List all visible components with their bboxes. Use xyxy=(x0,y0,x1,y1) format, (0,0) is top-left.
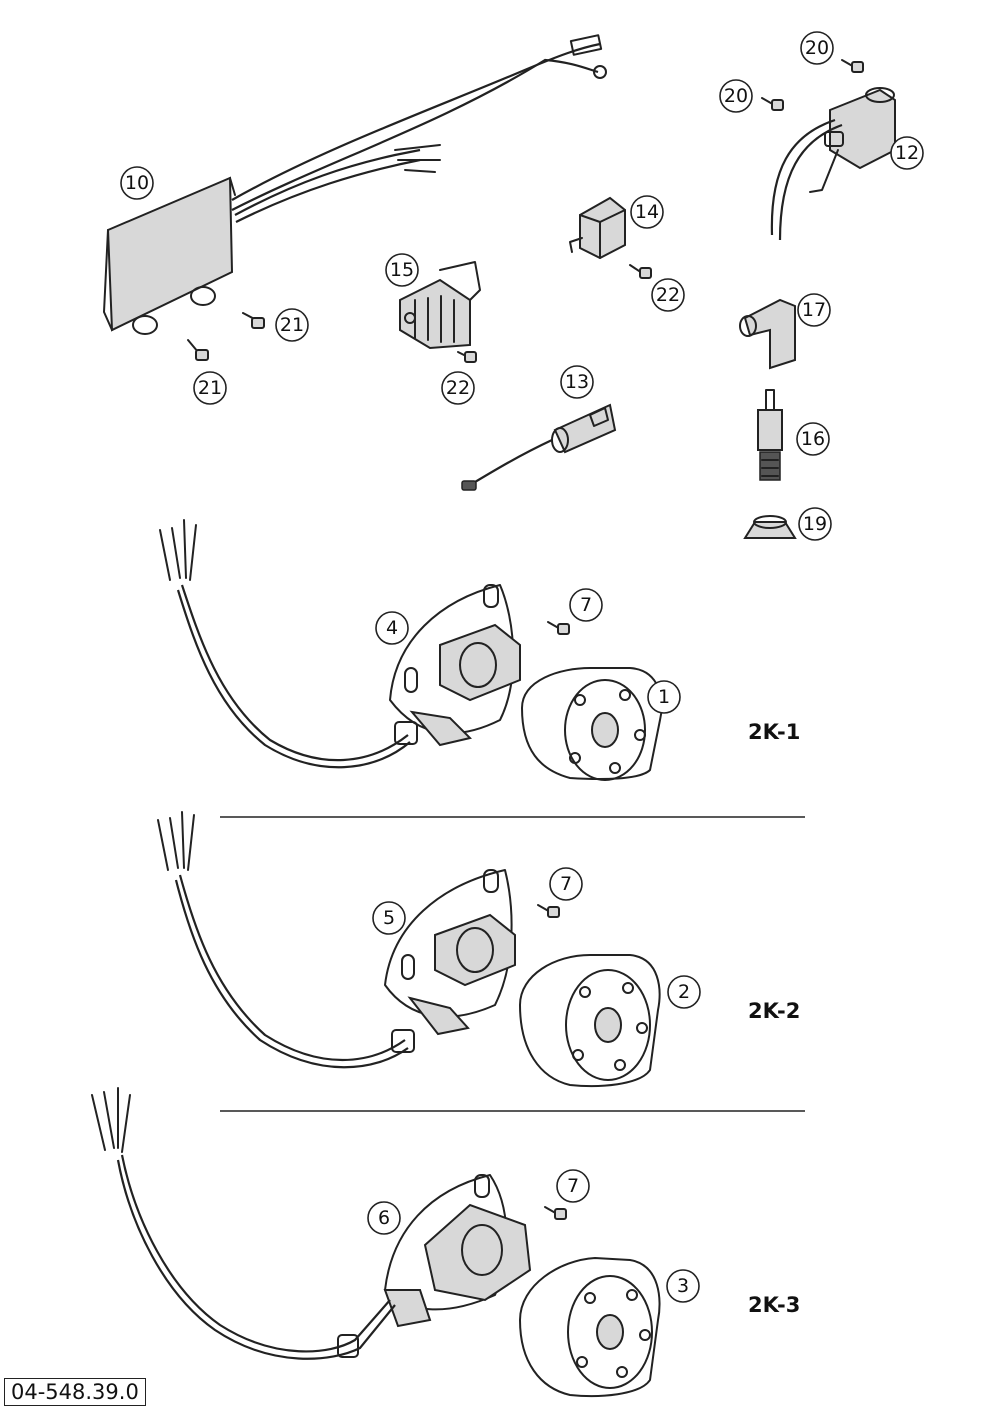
screw-7a xyxy=(547,621,570,635)
svg-text:13: 13 xyxy=(565,371,589,393)
callout-16: 16 xyxy=(796,422,830,456)
svg-text:4: 4 xyxy=(386,617,398,639)
callout-2: 2 xyxy=(667,975,701,1009)
svg-text:21: 21 xyxy=(280,314,304,336)
ignition-coil-12 xyxy=(770,87,896,241)
screw-7b xyxy=(537,904,560,918)
svg-text:19: 19 xyxy=(803,513,827,535)
cdi-unit-10 xyxy=(103,34,607,335)
harness-3 xyxy=(91,1087,396,1360)
svg-text:7: 7 xyxy=(560,873,572,895)
relay-14 xyxy=(569,196,626,260)
callout-21b: 21 xyxy=(275,308,309,342)
stator-5 xyxy=(384,869,516,1036)
rotor-1 xyxy=(521,667,663,781)
callout-7c: 7 xyxy=(556,1169,590,1203)
callout-3: 3 xyxy=(666,1269,700,1303)
callout-6: 6 xyxy=(367,1201,401,1235)
svg-text:2: 2 xyxy=(678,981,690,1003)
stator-6 xyxy=(383,1174,532,1328)
screw-21b xyxy=(242,312,265,329)
svg-text:16: 16 xyxy=(801,428,825,450)
callout-7a: 7 xyxy=(569,588,603,622)
callout-12: 12 xyxy=(890,136,924,170)
callout-20a: 20 xyxy=(800,31,834,65)
callout-15: 15 xyxy=(385,253,419,287)
svg-text:10: 10 xyxy=(125,172,149,194)
svg-text:17: 17 xyxy=(802,299,826,321)
variant-label-2k2: 2K-2 xyxy=(748,999,800,1023)
svg-text:15: 15 xyxy=(390,259,414,281)
stator-4 xyxy=(389,584,521,747)
svg-text:12: 12 xyxy=(895,142,919,164)
callout-13: 13 xyxy=(560,365,594,399)
screw-22a xyxy=(457,351,477,363)
callout-22a: 22 xyxy=(441,371,475,405)
svg-text:1: 1 xyxy=(658,686,670,708)
svg-text:14: 14 xyxy=(635,201,659,223)
screw-21a xyxy=(187,339,209,361)
svg-text:7: 7 xyxy=(567,1175,579,1197)
rotor-3 xyxy=(519,1257,661,1398)
svg-text:20: 20 xyxy=(724,85,748,107)
svg-text:7: 7 xyxy=(580,594,592,616)
regulator-15 xyxy=(399,261,481,350)
callout-19: 19 xyxy=(798,507,832,541)
plug-cap-17 xyxy=(739,298,796,370)
harness-2 xyxy=(157,811,415,1069)
svg-text:20: 20 xyxy=(805,37,829,59)
callout-21a: 21 xyxy=(193,371,227,405)
callout-1: 1 xyxy=(647,680,681,714)
callout-22b: 22 xyxy=(651,278,685,312)
spark-plug-16 xyxy=(757,389,783,481)
callout-14: 14 xyxy=(630,195,664,229)
callout-4: 4 xyxy=(375,611,409,645)
screw-20a xyxy=(841,59,864,73)
svg-text:22: 22 xyxy=(446,377,470,399)
document-number: 04-548.39.0 xyxy=(4,1378,146,1406)
rotor-2 xyxy=(519,954,661,1088)
callout-17: 17 xyxy=(797,293,831,327)
callout-20b: 20 xyxy=(719,79,753,113)
pickup-13 xyxy=(461,403,617,491)
svg-text:5: 5 xyxy=(383,907,395,929)
screw-7c xyxy=(544,1206,567,1220)
variant-label-2k3: 2K-3 xyxy=(748,1293,800,1317)
svg-text:3: 3 xyxy=(677,1275,689,1297)
screw-22b xyxy=(629,264,652,279)
harness-1 xyxy=(159,519,418,769)
callout-10: 10 xyxy=(120,166,154,200)
screw-20b xyxy=(761,97,784,111)
variant-label-2k1: 2K-1 xyxy=(748,720,800,744)
svg-text:22: 22 xyxy=(656,284,680,306)
callout-7b: 7 xyxy=(549,867,583,901)
seal-19 xyxy=(743,515,797,539)
callout-5: 5 xyxy=(372,901,406,935)
svg-text:21: 21 xyxy=(198,377,222,399)
svg-text:6: 6 xyxy=(378,1207,390,1229)
